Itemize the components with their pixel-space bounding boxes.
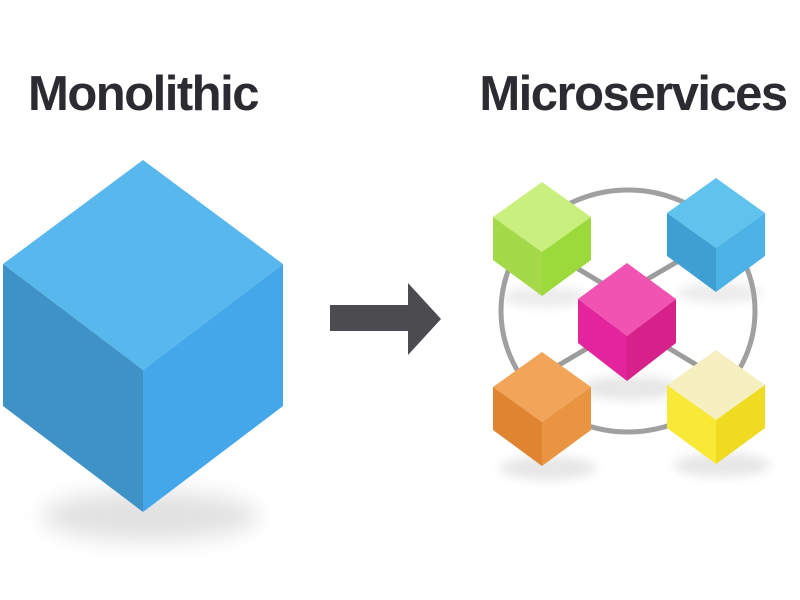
monolith-cube-shadow <box>42 491 258 541</box>
monolithic-title: Monolithic <box>28 67 259 121</box>
service-pink-left-face <box>578 299 627 381</box>
service-orange-right-face <box>542 387 591 466</box>
monolith-cube-top-face <box>3 160 283 370</box>
service-yellow-shadow <box>674 453 770 477</box>
service-cube-orange <box>493 352 591 466</box>
service-orange-shadow <box>500 456 596 480</box>
service-blue-left-face <box>667 213 716 292</box>
service-green-shadow <box>503 287 587 307</box>
monolith-cube-right-face <box>143 264 283 512</box>
service-blue-shadow <box>678 283 762 303</box>
monolithic-cube <box>3 160 283 512</box>
monolith-cube-left-face <box>3 264 143 512</box>
service-yellow-right-face <box>716 385 765 464</box>
service-cube-pink-central <box>578 263 676 381</box>
service-green-left-face <box>493 217 542 296</box>
service-ring-connector <box>498 187 758 435</box>
service-orange-left-face <box>493 387 542 466</box>
microservices-title: Microservices <box>479 67 788 121</box>
service-cube-blue <box>667 178 765 292</box>
transition-arrow-icon <box>330 283 441 355</box>
service-pink-top-face <box>578 263 676 336</box>
service-pink-right-face <box>627 299 676 381</box>
service-green-right-face <box>542 217 591 296</box>
service-yellow-left-face <box>667 385 716 464</box>
service-blue-right-face <box>716 213 765 292</box>
service-cube-green <box>493 182 591 296</box>
service-cube-yellow <box>667 350 765 464</box>
service-pink-shadow <box>580 376 680 400</box>
